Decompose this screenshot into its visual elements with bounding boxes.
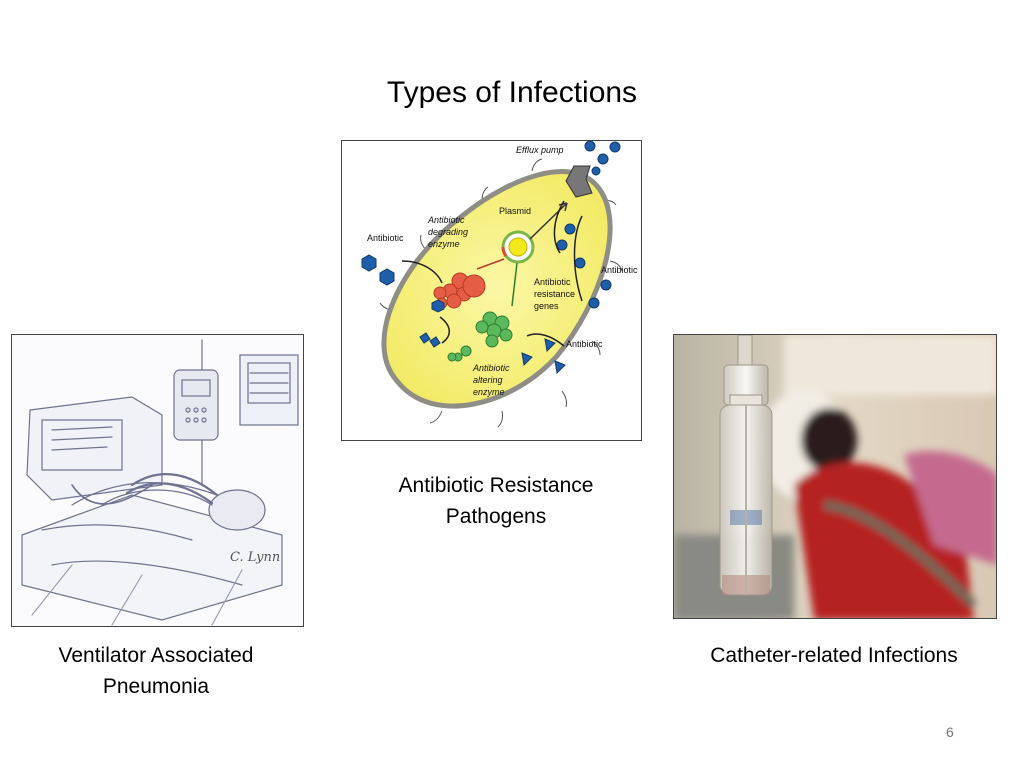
caption-catheter-line2: Infections: [867, 644, 958, 667]
label-plasmid: Plasmid: [499, 206, 531, 216]
svg-text:enzyme: enzyme: [473, 387, 505, 397]
svg-text:genes: genes: [534, 301, 559, 311]
caption-ventilator-line1: Ventilator Associated: [58, 644, 254, 667]
label-genes-1: Antibiotic: [534, 277, 571, 287]
caption-antibiotic-resistance: Antibiotic Resistance Pathogens: [360, 470, 632, 532]
svg-text:Antibiotic: Antibiotic: [427, 215, 465, 225]
label-antibiotic-right-bottom: Antibiotic: [566, 339, 603, 349]
caption-catheter-line1: Catheter-related: [710, 644, 862, 667]
svg-text:enzyme: enzyme: [428, 239, 460, 249]
ventilator-illustration: C. Lynn: [11, 334, 304, 627]
label-degrading-3: enzyme: [428, 239, 460, 249]
page-number: 6: [946, 724, 954, 740]
caption-resistance-line1: Antibiotic Resistance: [398, 474, 594, 497]
caption-ventilator-pneumonia: Ventilator Associated Pneumonia: [20, 640, 292, 702]
svg-text:Antibiotic: Antibiotic: [534, 277, 571, 287]
artist-signature: C. Lynn: [230, 550, 280, 565]
caption-resistance-line2: Pathogens: [445, 505, 547, 528]
label-altering-3: enzyme: [473, 387, 505, 397]
label-efflux-pump: Efflux pump: [516, 145, 564, 155]
antibiotic-resistance-diagram: Efflux pump Plasmid Antibiotic degrading…: [341, 140, 642, 441]
caption-catheter-infections: Catheter-related Infections: [698, 640, 970, 671]
svg-text:resistance: resistance: [534, 289, 575, 299]
svg-text:degrading: degrading: [428, 227, 468, 237]
svg-text:Plasmid: Plasmid: [499, 206, 531, 216]
svg-text:Antibiotic: Antibiotic: [367, 233, 404, 243]
svg-text:Efflux pump: Efflux pump: [516, 145, 564, 155]
caption-ventilator-line2: Pneumonia: [102, 675, 210, 698]
label-genes-3: genes: [534, 301, 559, 311]
label-altering-2: altering: [473, 375, 503, 385]
label-antibiotic-right-top: Antibiotic: [601, 265, 638, 275]
catheter-photo: [673, 334, 997, 619]
label-antibiotic-left: Antibiotic: [367, 233, 404, 243]
label-altering-1: Antibiotic: [472, 363, 510, 373]
svg-text:altering: altering: [473, 375, 503, 385]
label-degrading-1: Antibiotic: [427, 215, 465, 225]
svg-text:Antibiotic: Antibiotic: [472, 363, 510, 373]
label-degrading-2: degrading: [428, 227, 468, 237]
label-genes-2: resistance: [534, 289, 575, 299]
svg-text:Antibiotic: Antibiotic: [601, 265, 638, 275]
slide-title: Types of Infections: [386, 76, 638, 109]
svg-text:Antibiotic: Antibiotic: [566, 339, 603, 349]
